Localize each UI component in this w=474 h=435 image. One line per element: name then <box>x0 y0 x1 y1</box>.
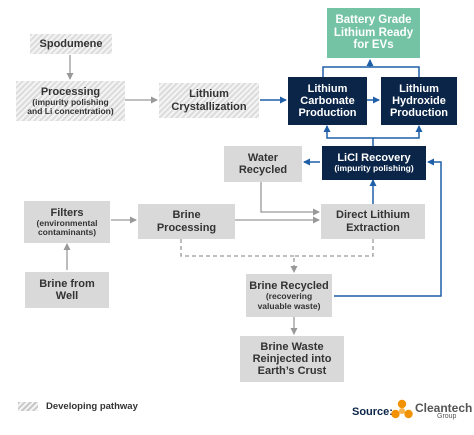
battery-line2: Lithium Ready <box>333 26 414 39</box>
cleantech-logo-icon <box>391 399 413 419</box>
legend-label: Developing pathway <box>46 401 138 412</box>
brine-well-node: Brine from Well <box>25 272 109 308</box>
water-line1: Water <box>247 151 279 164</box>
brine-recycled-sub1: (recovering <box>265 291 313 302</box>
brine-processing-line1: Brine <box>172 209 201 222</box>
source-brand-sub: Group <box>437 413 457 420</box>
filters-sub1: (environmental <box>36 217 98 228</box>
crystallization-line2: Crystallization <box>171 100 247 113</box>
processing-title: Processing <box>40 85 101 98</box>
arrow-licl-production <box>323 125 374 146</box>
battery-grade-node: Battery Grade Lithium Ready for EVs <box>327 8 420 58</box>
water-recycled-node: Water Recycled <box>224 146 302 182</box>
arrow-brinerecycled-licl <box>334 158 442 297</box>
filters-node: Filters (environmental contaminants) <box>24 201 110 243</box>
arrow-licl-hydroxide <box>373 125 423 139</box>
processing-sub1: (impurity polishing <box>32 96 109 107</box>
water-line2: Recycled <box>238 164 288 176</box>
hydroxide-line2: Hydroxide <box>392 94 446 107</box>
arrow-water-dle <box>260 182 320 216</box>
carbonate-line2: Carbonate <box>300 94 355 107</box>
dle-line1: Direct Lithium <box>336 209 410 222</box>
arrow-brineprocessing-brinerecycled <box>180 239 294 257</box>
brine-processing-node: Brine Processing <box>138 204 235 239</box>
hydroxide-line3: Production <box>389 107 449 120</box>
brine-recycled-title: Brine Recycled <box>249 280 329 292</box>
source-brand: Cleantech <box>415 401 473 415</box>
source-label: Source: <box>352 406 393 418</box>
licl-recovery-node: LiCl Recovery (impurity polishing) <box>322 146 426 180</box>
carbonate-line3: Production <box>298 107 357 120</box>
carbonate-node: Lithium Carbonate Production <box>288 77 367 125</box>
dle-line2: Extraction <box>346 221 400 234</box>
processing-sub2: and Li concentration) <box>27 106 114 117</box>
processing-node: Processing (impurity polishing and Li co… <box>16 81 125 121</box>
licl-title: LiCl Recovery <box>337 152 411 165</box>
legend-hatch-swatch <box>18 402 38 411</box>
arrow-to-battery <box>322 66 420 77</box>
brine-recycled-node: Brine Recycled (recovering valuable wast… <box>246 274 332 317</box>
brine-well-line2: Well <box>55 290 79 302</box>
carbonate-line1: Lithium <box>307 82 348 95</box>
battery-line3: for EVs <box>353 39 394 52</box>
hydroxide-line1: Lithium <box>399 82 439 95</box>
battery-line1: Battery Grade <box>335 13 412 26</box>
spodumene-node: Spodumene <box>30 34 112 54</box>
brine-processing-line2: Processing <box>156 221 217 234</box>
brine-recycled-sub2: valuable waste) <box>257 300 321 311</box>
brine-waste-node: Brine Waste Reinjected into Earth’s Crus… <box>240 336 344 382</box>
brine-well-line1: Brine from <box>39 277 95 290</box>
crystallization-line1: Lithium <box>189 88 229 101</box>
hydroxide-node: Lithium Hydroxide Production <box>381 77 457 125</box>
filters-title: Filters <box>50 206 84 219</box>
dle-node: Direct Lithium Extraction <box>321 204 425 239</box>
brine-waste-line2: Reinjected into <box>252 352 332 365</box>
spodumene-label: Spodumene <box>39 37 103 50</box>
brine-waste-line3: Earth’s Crust <box>257 365 327 378</box>
filters-sub2: contaminants) <box>37 227 97 238</box>
arrow-dle-brinerecycled <box>290 239 374 273</box>
brine-waste-line1: Brine Waste <box>260 340 324 353</box>
crystallization-node: Lithium Crystallization <box>159 83 259 118</box>
licl-sub: (impurity polishing) <box>334 163 414 174</box>
